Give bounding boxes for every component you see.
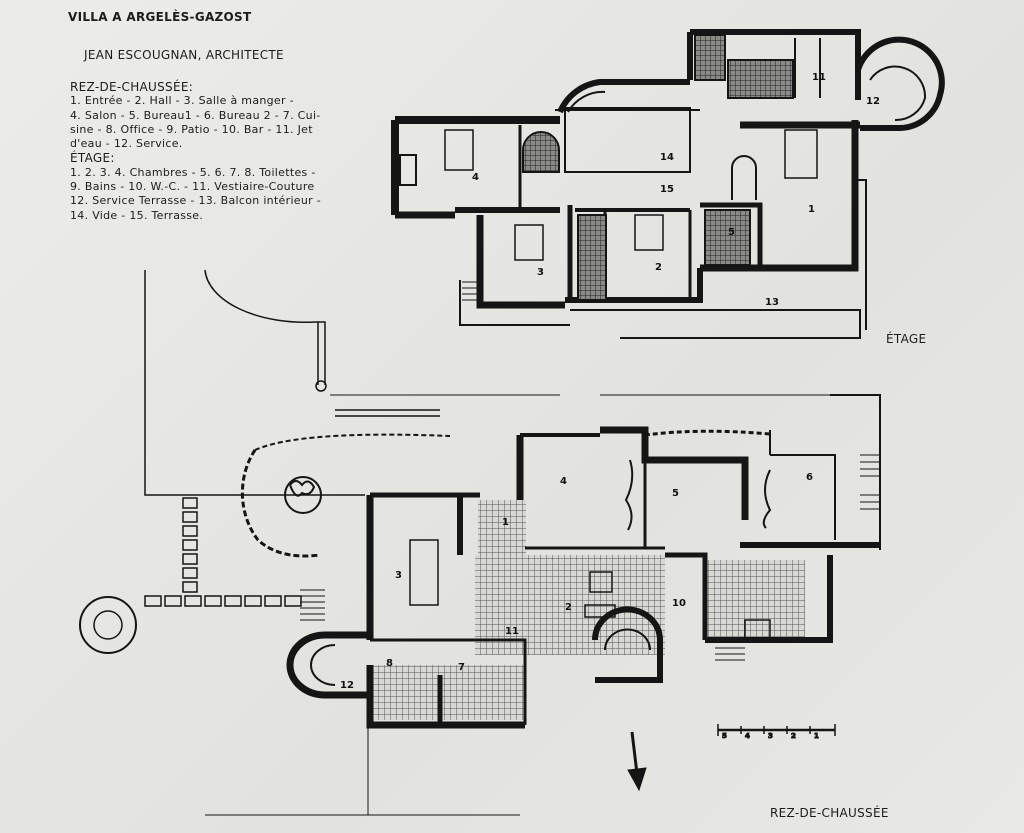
scale-tick-label: 4 xyxy=(745,732,750,740)
scale-tick-label: 2 xyxy=(791,732,796,740)
architect-credit: JEAN ESCOUGNAN, ARCHITECTE xyxy=(84,48,284,62)
rdc-plan xyxy=(286,394,881,729)
room-number: 2 xyxy=(655,262,662,273)
room-number: 13 xyxy=(765,297,779,308)
scale-bar: 5 4 3 2 1 xyxy=(717,724,836,741)
room-number: 15 xyxy=(660,184,674,195)
scale-tick-label: 5 xyxy=(722,732,727,740)
room-number: 12 xyxy=(340,680,354,691)
room-number: 11 xyxy=(505,626,519,637)
legend-etage-line: 14. Vide - 15. Terrasse. xyxy=(70,208,204,222)
room-number: 4 xyxy=(560,476,567,487)
room-number: 3 xyxy=(395,570,402,581)
etage-room-numbers: 1 2 3 4 5 11 12 13 14 15 xyxy=(472,72,880,308)
legend-rdc-line: sine - 8. Office - 9. Patio - 10. Bar - … xyxy=(70,122,313,136)
etage-plan-label: ÉTAGE xyxy=(886,332,927,346)
room-number: 1 xyxy=(502,517,509,528)
north-arrow xyxy=(627,731,647,792)
sheet-title: VILLA A ARGELÈS-GAZOST xyxy=(68,10,252,24)
legend-etage-line: 12. Service Terrasse - 13. Balcon intéri… xyxy=(70,194,322,208)
legend-rdc-line: 4. Salon - 5. Bureau1 - 6. Bureau 2 - 7.… xyxy=(70,108,321,122)
room-number: 7 xyxy=(458,662,465,673)
scale-tick-label: 3 xyxy=(768,732,773,740)
room-number: 6 xyxy=(806,472,813,483)
legend-etage-line: 1. 2. 3. 4. Chambres - 5. 6. 7. 8. Toile… xyxy=(70,165,316,179)
legend-rdc-line: d'eau - 12. Service. xyxy=(70,137,183,151)
legend-rdc-heading: REZ-DE-CHAUSSÉE: xyxy=(70,80,194,94)
room-number: 8 xyxy=(386,658,393,669)
rdc-room-numbers: 1 2 3 4 5 6 7 8 10 11 12 xyxy=(340,472,813,691)
rdc-site xyxy=(79,269,830,816)
room-number: 5 xyxy=(672,488,679,499)
etage-plan xyxy=(391,29,945,339)
room-number: 4 xyxy=(472,172,479,183)
scale-tick-label: 1 xyxy=(814,732,819,740)
room-number: 10 xyxy=(672,598,686,609)
legend-etage-line: 9. Bains - 10. W.-C. - 11. Vestiaire-Cou… xyxy=(70,180,315,194)
room-number: 5 xyxy=(728,227,735,238)
rdc-plan-label: REZ-DE-CHAUSSÉE xyxy=(770,806,889,820)
legend-rdc-line: 1. Entrée - 2. Hall - 3. Salle à manger … xyxy=(70,94,294,108)
room-legend: REZ-DE-CHAUSSÉE: 1. Entrée - 2. Hall - 3… xyxy=(70,80,340,223)
room-number: 11 xyxy=(812,72,826,83)
room-number: 3 xyxy=(537,267,544,278)
legend-etage-heading: ÉTAGE: xyxy=(70,151,115,166)
room-number: 1 xyxy=(808,204,815,215)
room-number: 2 xyxy=(565,602,572,613)
room-number: 14 xyxy=(660,152,674,163)
room-number: 12 xyxy=(866,96,880,107)
